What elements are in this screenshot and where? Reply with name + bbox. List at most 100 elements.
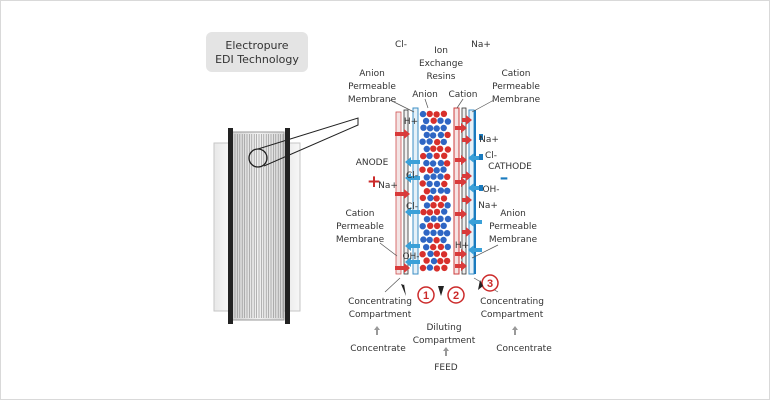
badge-1: 1 — [417, 286, 435, 304]
left-ion-label-2: Na+ — [378, 181, 398, 191]
cation-membrane-left-label-1: Cation — [345, 209, 374, 219]
cation-resin-bead — [433, 195, 440, 202]
cation-membrane-right-label-2: Permeable — [492, 82, 540, 92]
left-arrow-icon — [468, 217, 482, 227]
cation-resin-bead — [444, 173, 451, 180]
left-arrow-icon — [405, 241, 420, 251]
right-ion-label-4: Na+ — [478, 201, 498, 211]
cation-resin-bead — [441, 264, 448, 272]
right-arrow-icon — [395, 129, 410, 139]
left-arrow-icon — [468, 245, 482, 255]
anion-resin-bead — [440, 236, 447, 244]
right-ion-label-1: Na+ — [479, 135, 499, 145]
cation-resin-bead — [433, 152, 440, 160]
cation-resin-bead — [427, 222, 434, 229]
cation-resin-bead — [430, 243, 437, 251]
cation-resin-bead — [440, 251, 448, 258]
anion-resin-bead — [441, 208, 448, 215]
cation-resin-bead — [420, 208, 427, 216]
right-ion-label-5: H+ — [455, 241, 469, 251]
anion-resin-bead — [437, 173, 444, 180]
cation-resin-bead — [443, 257, 451, 265]
concentrating-right-label-2: Compartment — [481, 310, 544, 320]
cation-resin-bead — [433, 265, 441, 272]
badge-1-text: 1 — [423, 290, 429, 302]
flow-arrow-center-icon — [438, 286, 444, 296]
up-arrow-icon — [443, 347, 449, 356]
cation-resin-bead — [433, 111, 440, 118]
cation-resin-bead — [426, 209, 434, 216]
zoom-callout-line — [257, 117, 359, 167]
anion-resin-bead — [423, 131, 430, 139]
anion-resin-bead — [430, 229, 437, 236]
left-ion-label-3: Cl- — [406, 171, 418, 181]
anion-resin-bead — [426, 264, 434, 271]
anion-resin-bead — [430, 187, 437, 195]
cation-resin-bead — [437, 201, 445, 209]
cation-resin-bead — [437, 257, 444, 265]
left-ion-label-5: OH- — [402, 252, 419, 262]
right-arrow-icon — [462, 195, 472, 205]
anion-resin-bead — [420, 124, 427, 131]
badge-2: 2 — [447, 286, 465, 304]
cl-top-label: Cl- — [395, 40, 407, 50]
anion-resin-bead — [433, 167, 440, 174]
cathode-edge — [474, 110, 476, 274]
anion-resin-bead — [426, 125, 434, 132]
left-arrow-icon — [405, 157, 420, 167]
right-ion-label-3: OH- — [482, 185, 499, 195]
anion-resin-bead — [437, 215, 444, 222]
cation-resin-bead — [433, 237, 440, 244]
cation-resin-bead — [419, 166, 426, 173]
plus-icon: + — [367, 172, 381, 192]
anion-resin-bead — [423, 159, 430, 167]
anion-resin-bead — [426, 236, 433, 244]
diluting-label-1: Diluting — [426, 323, 461, 333]
flow-arrow-left-icon — [401, 284, 406, 296]
cation-membrane-left-label-3: Membrane — [336, 235, 385, 245]
right-arrow-icon — [455, 123, 467, 133]
badge-2-text: 2 — [453, 290, 459, 302]
left-ion-label-4: Cl- — [406, 202, 418, 212]
cathode-label: CATHODE — [488, 162, 532, 172]
minus-icon: – — [500, 168, 509, 188]
anion-resin-bead — [444, 243, 451, 251]
title-line-1: Electropure — [225, 39, 288, 52]
cation-membrane-left-label-2: Permeable — [336, 222, 384, 232]
ion-flow-arrows — [395, 115, 483, 273]
cation-resin-bead — [423, 188, 431, 195]
cation-resin-bead — [437, 243, 445, 251]
membrane-right-black — [461, 107, 467, 275]
right-arrow-icon — [462, 227, 472, 237]
concentrating-left-label-2: Compartment — [349, 310, 412, 320]
concentrate-right-label: Concentrate — [496, 344, 552, 354]
title-box: Electropure EDI Technology — [206, 32, 308, 72]
right-arrow-icon — [455, 177, 467, 187]
anion-membrane-left — [412, 107, 419, 275]
anion-resin-bead — [444, 202, 451, 209]
cation-resin-bead — [433, 208, 441, 216]
left-arrow-icon — [468, 183, 482, 193]
anion-resin-bead — [427, 250, 434, 257]
cation-resin-bead — [423, 257, 430, 264]
right-ion-label-2: Cl- — [485, 151, 497, 161]
anion-membrane-right-label-1: Anion — [500, 209, 526, 219]
anion-resin-bead — [443, 230, 451, 237]
cation-resin-bead — [433, 222, 441, 230]
anion-resin-bead — [426, 152, 433, 159]
cation-label: Cation — [448, 90, 477, 100]
left-arrow-icon — [405, 173, 420, 183]
cation-resin-bead — [426, 110, 433, 118]
badge-3-text: 3 — [487, 278, 493, 290]
left-arrow-icon — [405, 207, 420, 217]
anode-label: ANODE — [356, 158, 389, 168]
anion-resin-bead — [423, 244, 430, 251]
anion-membrane-right-label-3: Membrane — [489, 235, 538, 245]
cation-resin-bead — [444, 146, 452, 153]
anion-resin-bead — [440, 124, 447, 132]
ion-exchange-resins — [419, 110, 452, 272]
edi-module — [213, 117, 359, 324]
anion-resin-bead — [422, 117, 430, 125]
anion-resin-bead — [430, 173, 437, 180]
ion-exchange-label-3: Resins — [427, 72, 456, 82]
